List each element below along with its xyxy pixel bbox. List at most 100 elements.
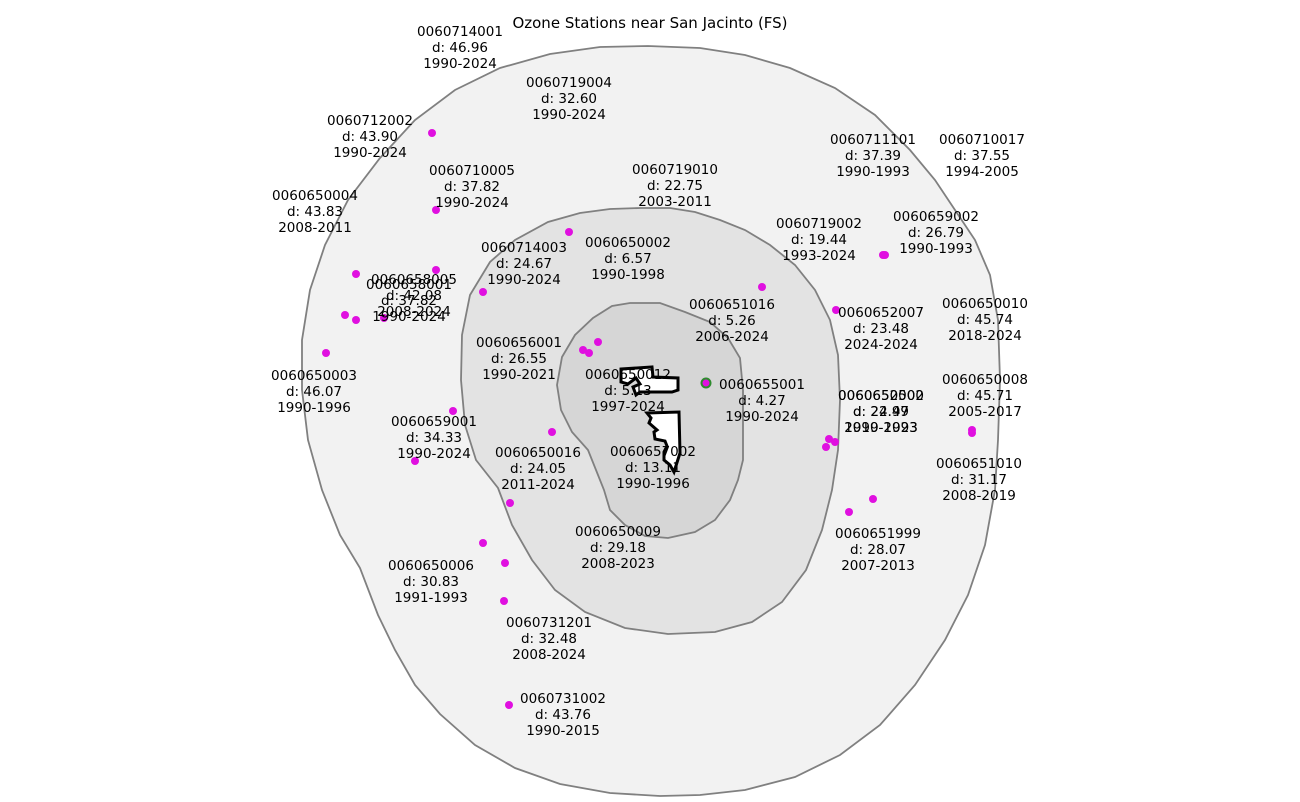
station-marker-8-0	[758, 283, 766, 291]
station-years: 1990-1996	[277, 400, 351, 416]
station-distance: d: 31.17	[951, 472, 1007, 488]
station-distance: d: 26.55	[491, 351, 547, 367]
station-years: 1990-1993	[844, 420, 918, 436]
target-site-marker	[700, 377, 712, 389]
station-id: 0060710017	[939, 132, 1025, 148]
station-id: 0060655001	[719, 377, 805, 393]
station-id: 0060652002	[838, 388, 924, 404]
station-id: 0060710005	[429, 163, 515, 179]
station-distance: d: 37.39	[845, 148, 901, 164]
station-distance: d: 43.83	[287, 204, 343, 220]
station-years: 2024-2024	[844, 337, 918, 353]
station-distance: d: 28.07	[850, 542, 906, 558]
boundary-south-parcel	[643, 410, 682, 476]
station-distance: d: 45.71	[957, 388, 1013, 404]
station-distance: d: 30.83	[403, 574, 459, 590]
station-years: 1993-2024	[782, 248, 856, 264]
station-distance: d: 32.48	[521, 631, 577, 647]
station-years: 1990-2021	[482, 367, 556, 383]
station-distance: d: 19.44	[791, 232, 847, 248]
station-distance: d: 37.55	[954, 148, 1010, 164]
station-marker-27-1	[501, 559, 509, 567]
station-id: 0060650006	[388, 558, 474, 574]
station-distance: d: 29.18	[590, 540, 646, 556]
station-id: 0060659001	[391, 414, 477, 430]
station-distance: d: 23.48	[853, 321, 909, 337]
station-marker-0-0	[428, 129, 436, 137]
station-id: 0060650002	[585, 235, 671, 251]
station-id: 0060650003	[271, 368, 357, 384]
station-years: 1990-2015	[526, 723, 600, 739]
station-id: 0060650008	[942, 372, 1028, 388]
station-years: 1990-2024	[725, 409, 799, 425]
station-marker-15-0	[825, 435, 833, 443]
station-years: 1990-1993	[899, 241, 973, 257]
station-id: 0060731002	[520, 691, 606, 707]
station-marker-25-0	[869, 495, 877, 503]
station-id: 0060659002	[893, 209, 979, 225]
station-distance: d: 24.99	[853, 404, 909, 420]
station-distance: d: 46.07	[286, 384, 342, 400]
station-id: 0060714003	[481, 240, 567, 256]
station-marker-19-1	[831, 438, 839, 446]
station-years: 2003-2011	[638, 194, 712, 210]
station-years: 2019-2023	[844, 420, 918, 436]
station-id: 0060650010	[942, 296, 1028, 312]
station-years: 2006-2024	[695, 329, 769, 345]
station-marker-27-0	[479, 539, 487, 547]
station-marker-2-0	[352, 270, 360, 278]
station-marker-19-0	[822, 443, 830, 451]
station-id: 0060650012	[585, 367, 671, 383]
station-id: 0060658005	[371, 272, 457, 288]
station-distance: d: 43.76	[535, 707, 591, 723]
station-id: 0060652007	[838, 305, 924, 321]
station-years: 1990-2024	[487, 272, 561, 288]
station-marker-18-1	[968, 429, 976, 437]
station-marker-26-0	[845, 508, 853, 516]
station-years: 1990-2024	[372, 309, 446, 325]
station-marker-24-0	[411, 457, 419, 465]
station-years: 1990-2024	[397, 446, 471, 462]
station-distance: d: 24.05	[510, 461, 566, 477]
station-id: 0060719002	[776, 216, 862, 232]
station-distance: d: 22.47	[853, 404, 909, 420]
station-years: 1990-1993	[836, 164, 910, 180]
station-years: 2008-2019	[942, 488, 1016, 504]
station-marker-9-0	[832, 306, 840, 314]
station-distance: d: 5.26	[708, 313, 755, 329]
station-distance: d: 26.79	[908, 225, 964, 241]
station-marker-10-0	[479, 288, 487, 296]
station-distance: d: 42.08	[386, 288, 442, 304]
station-distance: d: 4.27	[738, 393, 785, 409]
station-id: 0060711101	[830, 132, 916, 148]
station-distance: d: 46.96	[432, 40, 488, 56]
station-years: 1990-1996	[616, 476, 690, 492]
station-id: 0060719004	[526, 75, 612, 91]
station-years: 2008-2024	[512, 647, 586, 663]
map-title: Ozone Stations near San Jacinto (FS)	[512, 14, 787, 32]
station-id: 0060650009	[575, 524, 661, 540]
station-id: 0060658001	[366, 277, 452, 293]
station-id: 0060650500	[838, 388, 924, 404]
station-marker-30-0	[505, 701, 513, 709]
station-years: 1994-2005	[945, 164, 1019, 180]
station-marker-3-0	[432, 206, 440, 214]
